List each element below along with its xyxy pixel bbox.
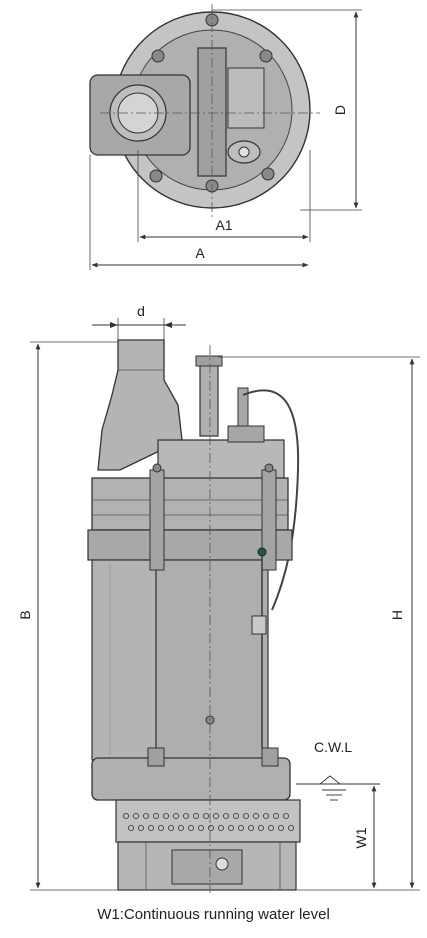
bolt-icon xyxy=(152,463,162,473)
motor-body xyxy=(91,559,157,761)
base-hole-icon xyxy=(215,857,229,871)
gland-housing xyxy=(227,425,265,443)
cwl-label: C.W.L xyxy=(314,739,352,755)
dim-small-d-label: d xyxy=(137,303,145,319)
bolt-icon xyxy=(264,463,274,473)
upper-housing xyxy=(91,477,289,531)
dim-d-upper-label: D xyxy=(332,105,348,115)
top-view: D A1 A xyxy=(89,4,362,270)
diagram-caption: W1:Continuous running water level xyxy=(97,906,330,923)
float-switch-box xyxy=(251,615,267,635)
strainer xyxy=(115,799,301,843)
float-switch-icon xyxy=(257,547,267,557)
side-view: d xyxy=(17,303,420,893)
dim-w1-label: W1 xyxy=(353,827,369,848)
middle-band xyxy=(87,529,293,561)
lifting-post xyxy=(199,357,219,437)
base-foot xyxy=(171,849,243,885)
lower-housing xyxy=(91,757,291,801)
discharge-pipe xyxy=(97,339,183,471)
bolt-hole-icon xyxy=(151,49,165,63)
clamp-bar-left xyxy=(149,469,165,571)
bolt-hole-icon xyxy=(259,49,273,63)
dim-h-label: H xyxy=(389,610,405,620)
power-cable xyxy=(242,389,300,611)
dim-small-d-arrow-right-icon xyxy=(164,322,172,328)
motor-body-center xyxy=(155,559,269,761)
lifting-post-cap xyxy=(195,355,223,367)
dim-small-d-arrow-left-icon xyxy=(110,322,118,328)
cable-box xyxy=(227,67,265,129)
dim-a-label: A xyxy=(195,245,205,261)
bolt-hole-icon xyxy=(261,167,275,181)
dim-a1-label: A1 xyxy=(215,217,232,233)
lower-clamp-left xyxy=(147,747,165,767)
lower-clamp-right xyxy=(261,747,279,767)
dim-b-label: B xyxy=(17,610,33,619)
strainer-holes xyxy=(122,812,295,832)
cable-gland-hole-icon xyxy=(238,146,250,158)
water-level-icon xyxy=(318,775,342,785)
bolt-hole-icon xyxy=(149,169,163,183)
